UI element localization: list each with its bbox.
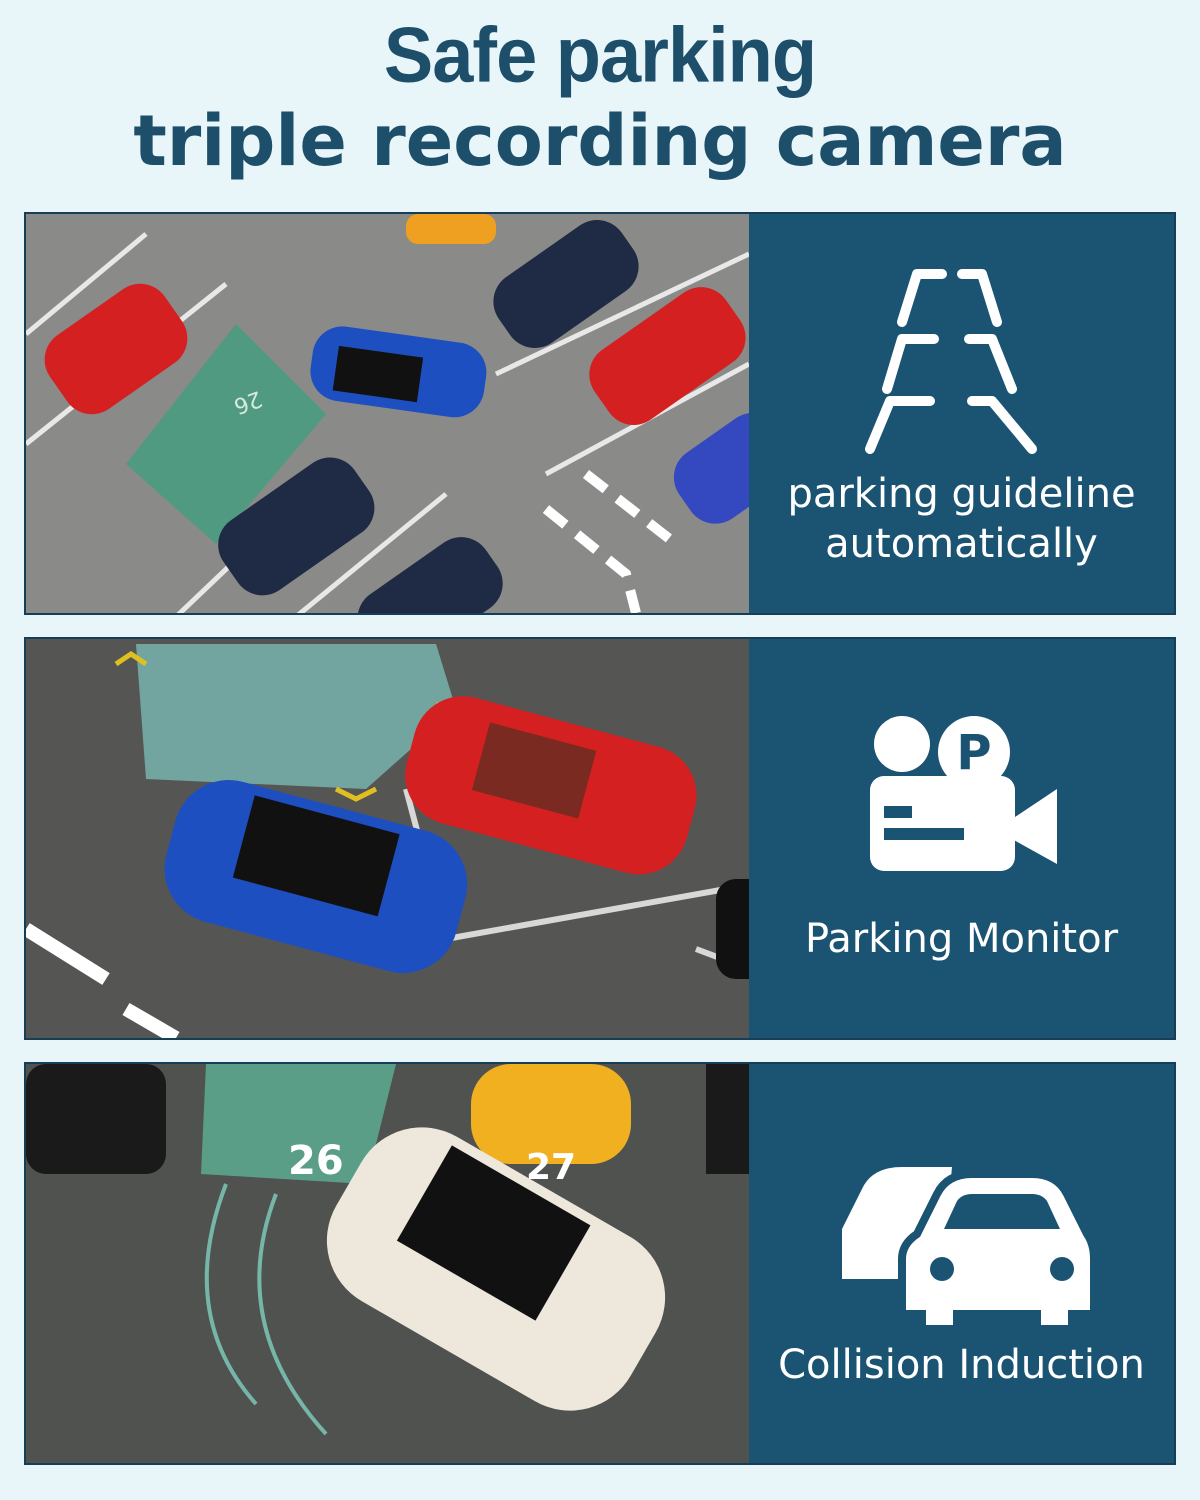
feature-info: P Parking Monitor: [749, 639, 1174, 1038]
feature-panel-parking-monitor: P Parking Monitor: [24, 637, 1176, 1040]
car: [44, 283, 188, 415]
parking-lot-photo: 26: [26, 214, 749, 613]
feature-panel-parking-guideline: 26 parking guideline automatically: [24, 212, 1176, 615]
feature-info: Collision Induction: [749, 1064, 1174, 1463]
parking-guideline-icon: [749, 264, 1174, 454]
feature-panel-collision-induction: 26 27 Collision Induction: [24, 1062, 1176, 1465]
parking-lot-photo: [26, 639, 749, 1038]
feature-info: parking guideline automatically: [749, 214, 1174, 613]
title-line-2: triple recording camera: [133, 100, 1067, 182]
parking-lot-photo: 26 27: [26, 1064, 749, 1463]
bay-number: 26: [288, 1138, 344, 1184]
caption-line-1: Parking Monitor: [804, 916, 1119, 962]
caption-line-1: Collision Induction: [778, 1342, 1145, 1388]
collision-cars-icon: [749, 1149, 1174, 1329]
bay-number-2: 27: [526, 1147, 576, 1188]
title-line-1: Safe parking: [383, 10, 817, 99]
parking-letter: P: [956, 725, 991, 781]
caption-line-2: automatically: [825, 521, 1098, 567]
parking-monitor-camera-icon: P: [749, 714, 1174, 874]
caption-line-1: parking guideline: [787, 471, 1136, 517]
